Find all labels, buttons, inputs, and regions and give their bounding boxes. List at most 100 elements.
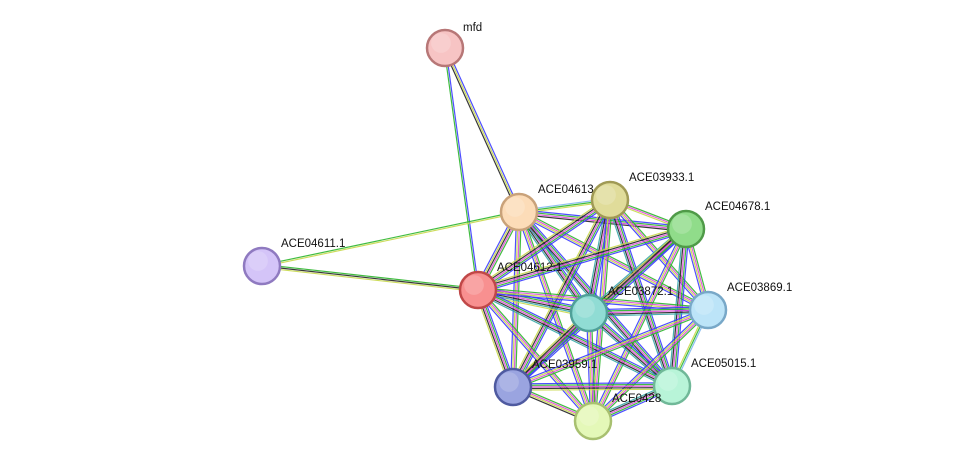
nodes-layer: mfdACE04613.1ACE03933.1ACE04678.1ACE0461… (242, 22, 792, 441)
edge-ace03933-1-ace04612-1 (475, 196, 613, 294)
node-circle[interactable] (493, 367, 533, 407)
edge-line (521, 209, 593, 312)
edge-line (444, 47, 520, 213)
node-label: mfd (463, 22, 482, 34)
edge-ace03869-1-ace03959-1 (511, 307, 710, 390)
edge-line (588, 309, 709, 314)
edge-line (513, 311, 710, 390)
edge-line (594, 311, 711, 424)
node-label: ACE04613.1 (538, 184, 603, 196)
edge-line (476, 198, 610, 290)
node-ace04613-1[interactable]: ACE04613.1 (499, 184, 603, 232)
node-label: ACE03872.1 (608, 286, 673, 298)
node-highlight (579, 406, 599, 426)
edge-line (445, 47, 480, 290)
edge-line (478, 289, 595, 421)
node-highlight (575, 298, 595, 318)
edge-line (513, 212, 521, 388)
edge-line (593, 310, 709, 423)
edge-line (513, 200, 612, 389)
edge-line (261, 265, 479, 291)
edge-line (476, 290, 593, 422)
node-highlight (431, 33, 451, 53)
node-label: ACE04678.1 (705, 201, 770, 213)
edge-ace04612-1-ace0428 (475, 288, 596, 423)
edge-line (443, 48, 478, 291)
edge-ace03959-1-ace05015-1 (512, 382, 673, 391)
node-circle[interactable] (242, 246, 282, 286)
edge-line (261, 266, 478, 293)
edge-line (479, 288, 596, 420)
node-ace04678-1[interactable]: ACE04678.1 (666, 201, 770, 249)
edge-line (589, 310, 709, 316)
edge-line (588, 306, 708, 311)
edge-line (479, 286, 674, 384)
edge-line (513, 386, 673, 390)
edge-line (476, 225, 686, 288)
edge-line (589, 312, 709, 317)
edge-line (478, 288, 673, 386)
edge-line (477, 290, 672, 388)
edge-ace03933-1-ace03959-1 (509, 198, 614, 389)
edge-line (591, 228, 686, 421)
edge-line (445, 47, 522, 212)
node-circle[interactable] (666, 209, 706, 249)
node-circle[interactable] (425, 28, 465, 68)
node-circle[interactable] (688, 290, 728, 330)
node-label: ACE03869.1 (727, 282, 792, 294)
edge-mfd-ace04612-1 (443, 47, 480, 291)
edge-line (512, 385, 673, 388)
edge-line (478, 229, 687, 293)
edge-line (588, 307, 708, 313)
edge-line (592, 308, 708, 421)
edge-line (479, 202, 613, 294)
node-highlight (658, 371, 678, 391)
edge-line (477, 228, 687, 291)
node-highlight (694, 295, 714, 315)
node-ace03872-1[interactable]: ACE03872.1 (569, 286, 673, 333)
edge-line (478, 231, 688, 294)
edge-line (512, 308, 708, 387)
node-label: ACE04612.1 (497, 262, 562, 274)
edge-line (442, 48, 519, 213)
edge-line (477, 289, 673, 387)
node-circle[interactable] (590, 180, 630, 220)
edge-line (262, 212, 520, 268)
edge-line (612, 198, 676, 386)
edge-line (517, 213, 708, 313)
node-highlight (672, 214, 692, 234)
node-highlight (499, 372, 519, 392)
edge-line (519, 210, 591, 313)
node-ace0428[interactable]: ACE0428 (573, 393, 661, 441)
edge-line (511, 198, 610, 387)
node-circle[interactable] (573, 401, 613, 441)
edge-mfd-ace04613-1 (442, 47, 522, 213)
edge-line (475, 196, 609, 288)
edge-ace03869-1-ace0428 (590, 307, 711, 424)
node-circle[interactable] (458, 270, 498, 310)
node-circle[interactable] (499, 192, 539, 232)
node-ace03869-1[interactable]: ACE03869.1 (688, 282, 792, 330)
edge-line (475, 291, 592, 423)
node-ace04612-1[interactable]: ACE04612.1 (458, 262, 562, 310)
node-highlight (596, 185, 616, 205)
node-label: ACE05015.1 (691, 358, 756, 370)
node-circle[interactable] (652, 366, 692, 406)
node-highlight (464, 275, 484, 295)
node-label: ACE03959.1 (532, 359, 597, 371)
edge-line (519, 211, 595, 421)
node-highlight (248, 251, 268, 271)
node-mfd[interactable]: mfd (425, 22, 482, 68)
edge-line (513, 310, 709, 389)
edge-line (261, 210, 519, 266)
edge-line (478, 200, 612, 292)
node-circle[interactable] (569, 293, 609, 333)
edge-line (512, 199, 611, 388)
node-ace03933-1[interactable]: ACE03933.1 (590, 172, 694, 220)
node-ace03959-1[interactable]: ACE03959.1 (493, 359, 597, 407)
node-ace04611-1[interactable]: ACE04611.1 (242, 238, 345, 286)
edge-line (511, 211, 519, 387)
node-ace05015-1[interactable]: ACE05015.1 (652, 358, 756, 406)
